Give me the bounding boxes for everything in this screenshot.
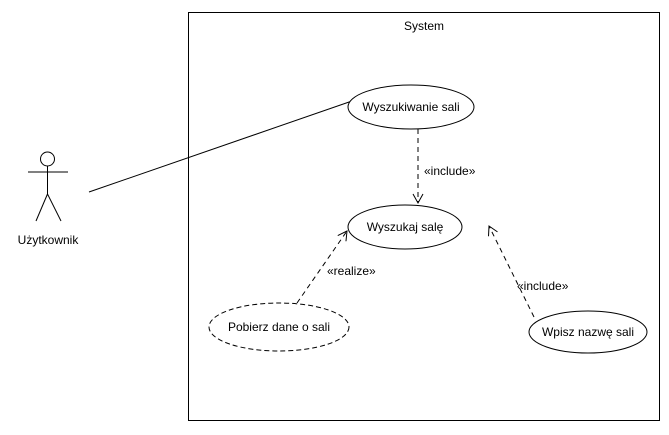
system-title: System bbox=[404, 19, 444, 33]
use-case-enter-room-name[interactable]: Wpisz nazwę sali bbox=[528, 310, 648, 354]
use-case-find-room-label: Wyszukaj salę bbox=[367, 220, 444, 234]
use-case-search-room[interactable]: Wyszukiwanie sali bbox=[347, 84, 475, 130]
include-arrow-2 bbox=[488, 225, 535, 318]
realize-arrow bbox=[296, 230, 348, 304]
include-label-1: «include» bbox=[424, 164, 476, 178]
use-case-fetch-room-data[interactable]: Pobierz dane o sali bbox=[208, 302, 350, 352]
use-case-enter-room-name-label: Wpisz nazwę sali bbox=[542, 325, 634, 339]
actor-user[interactable]: Użytkownik bbox=[18, 151, 80, 247]
association-line bbox=[88, 100, 353, 193]
include-label-2: «include» bbox=[517, 279, 569, 293]
actor-label: Użytkownik bbox=[18, 233, 80, 247]
use-case-search-room-label: Wyszukiwanie sali bbox=[362, 100, 459, 114]
realize-label: «realize» bbox=[327, 264, 376, 278]
stick-figure-actor-icon bbox=[28, 151, 68, 222]
use-case-find-room[interactable]: Wyszukaj salę bbox=[347, 204, 463, 250]
use-case-fetch-room-data-label: Pobierz dane o sali bbox=[228, 320, 330, 334]
